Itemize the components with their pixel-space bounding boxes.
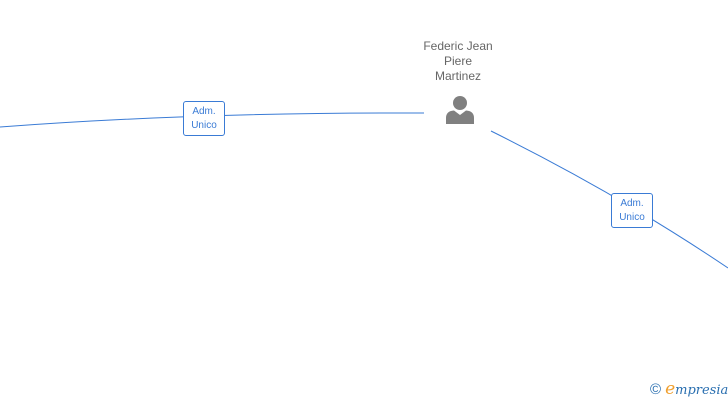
person-name[interactable]: Federic Jean Piere Martinez [423,39,493,83]
edge-right[interactable] [490,130,728,269]
relation-label-left[interactable]: Adm. Unico [183,101,225,136]
brand-name: empresia [665,379,728,399]
brand-initial: e [665,379,676,399]
brand-logo[interactable]: © empresia [650,379,728,399]
relation-label-right[interactable]: Adm. Unico [611,193,653,228]
copyright-icon: © [650,380,662,398]
person-icon[interactable] [444,94,476,126]
brand-rest: mpresia [675,383,728,398]
